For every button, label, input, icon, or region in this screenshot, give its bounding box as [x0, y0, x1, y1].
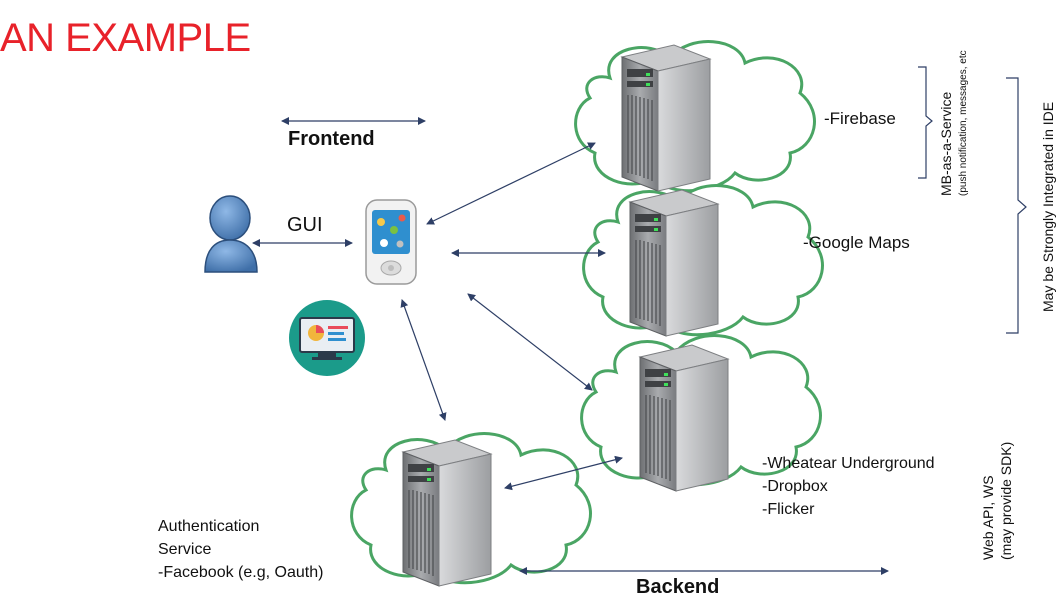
arrow-auth-weather — [504, 455, 623, 491]
mbaas-note: (push notification, messages, etc — [958, 50, 969, 196]
ide-bracket — [1006, 77, 1027, 334]
backend-label: Backend — [636, 576, 720, 598]
dropbox-line: -Dropbox — [762, 478, 828, 495]
auth-line-2: Service — [158, 541, 212, 558]
server-icon — [629, 189, 719, 337]
web-api-note: (may provide SDK) — [998, 441, 1014, 560]
slide-title: AN EXAMPLE — [0, 16, 251, 60]
weather-services-list: -Wheatear Underground -Dropbox -Flicker — [762, 452, 935, 521]
server-icon — [402, 439, 492, 587]
google-maps-label: -Google Maps — [803, 233, 910, 252]
authentication-service-list: Authentication Service -Facebook (e.g, O… — [158, 515, 323, 584]
flicker-line: -Flicker — [762, 501, 815, 518]
auth-line-1: Authentication — [158, 518, 260, 535]
arrow-phone-auth — [400, 299, 447, 421]
server-icon — [621, 44, 711, 192]
auth-line-3: -Facebook (e.g, Oauth) — [158, 564, 324, 581]
user-icon — [204, 195, 258, 273]
web-api-label: Web API, WS — [980, 475, 996, 560]
firebase-label: -Firebase — [824, 109, 896, 128]
weather-line: -Wheatear Underground — [762, 455, 935, 472]
ide-label: May be Strongly Integrated in IDE — [1040, 101, 1056, 312]
server-icon — [639, 344, 729, 492]
frontend-label: Frontend — [288, 128, 375, 150]
smartphone-icon — [365, 199, 417, 285]
arrow-phone-firebase — [426, 142, 596, 225]
arrow-phone-weather — [467, 293, 593, 391]
mbaas-bracket — [918, 66, 933, 179]
gui-label: GUI — [287, 214, 323, 236]
monitor-dashboard-icon — [289, 300, 365, 376]
mbaas-label: MB-as-a-Service — [938, 91, 954, 196]
